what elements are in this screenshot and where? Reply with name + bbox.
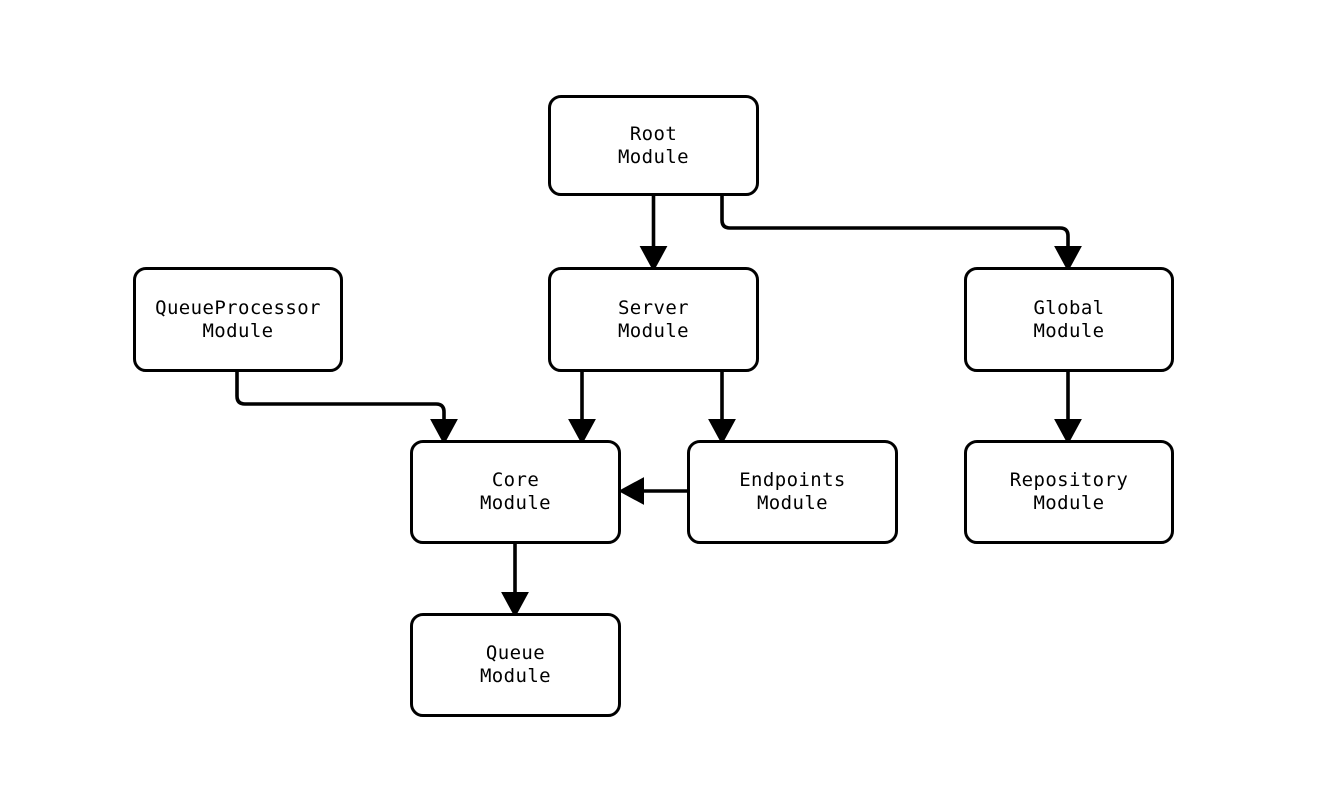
node-global-module[interactable]: Global Module: [964, 267, 1174, 372]
node-endpoints-module[interactable]: Endpoints Module: [687, 440, 898, 544]
node-endpoints-module-name: Endpoints: [739, 469, 846, 491]
node-core-module-suffix: Module: [479, 492, 552, 514]
node-repository-module[interactable]: Repository Module: [964, 440, 1174, 544]
node-root-module-suffix: Module: [617, 145, 690, 168]
node-repository-module-name: Repository: [1009, 469, 1129, 491]
node-queueprocessor-module-suffix: Module: [202, 319, 274, 342]
node-server-module-suffix: Module: [617, 319, 690, 342]
edge-queueprocessor-to-core: [235, 371, 459, 445]
node-queue-module[interactable]: Queue Module: [410, 613, 621, 717]
node-global-module-suffix: Module: [1033, 319, 1105, 342]
node-core-module-name: Core: [491, 469, 540, 491]
node-queue-module-name: Queue: [485, 642, 546, 664]
node-server-module[interactable]: Server Module: [548, 267, 759, 372]
node-global-module-name: Global: [1033, 296, 1105, 319]
node-queueprocessor-module-name: QueueProcessor: [155, 296, 321, 319]
node-queue-module-suffix: Module: [479, 665, 552, 687]
node-server-module-name: Server: [617, 296, 690, 319]
node-repository-module-suffix: Module: [1033, 492, 1105, 514]
node-root-module-name: Root: [629, 122, 678, 145]
node-root-module[interactable]: Root Module: [548, 95, 759, 196]
node-core-module[interactable]: Core Module: [410, 440, 621, 544]
node-queueprocessor-module[interactable]: QueueProcessor Module: [133, 267, 343, 372]
edge-root-to-global: [720, 196, 1083, 272]
node-endpoints-module-suffix: Module: [756, 492, 829, 514]
